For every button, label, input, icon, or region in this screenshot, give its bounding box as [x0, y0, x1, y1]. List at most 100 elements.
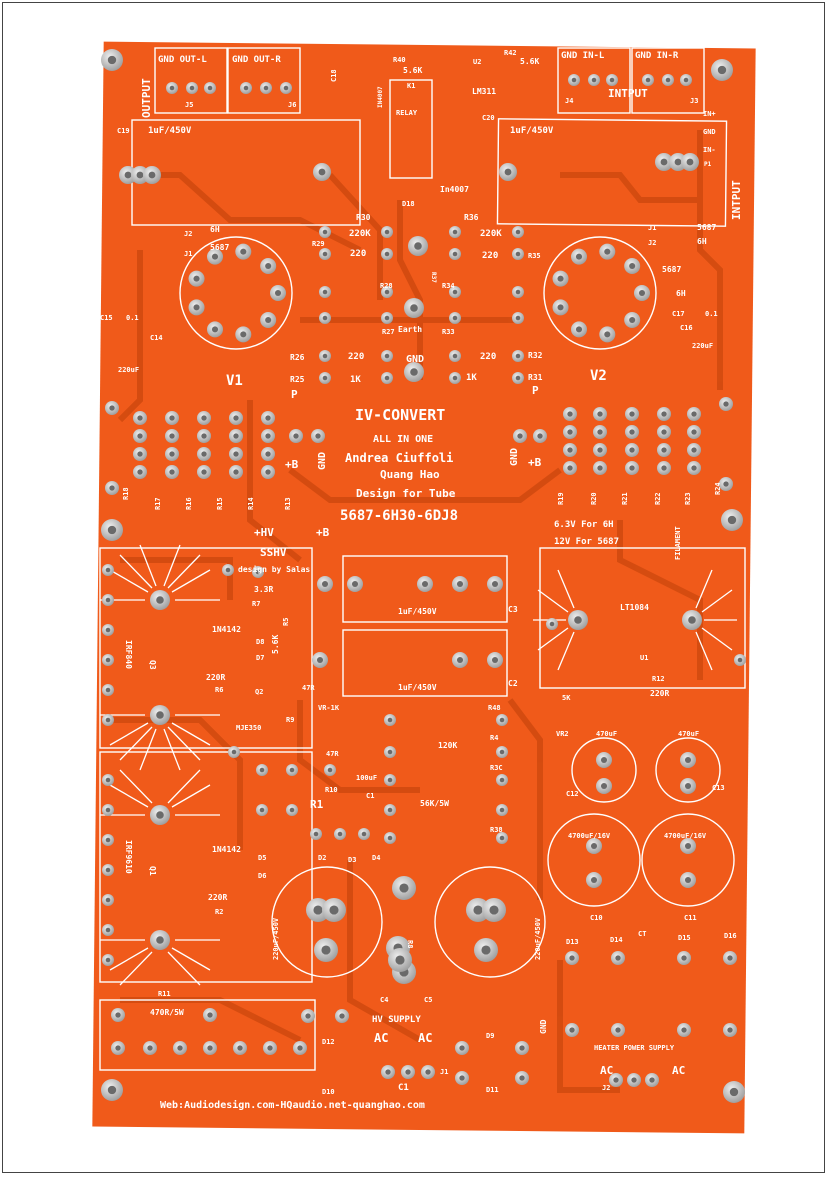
- pad-hole: [259, 767, 265, 773]
- j1-left-label: J1: [184, 250, 192, 258]
- q3-label: Q3: [148, 660, 157, 670]
- plus-b-left-label: +B: [285, 458, 299, 471]
- pad-hole: [597, 429, 603, 435]
- pad-hole: [684, 876, 692, 884]
- pad-hole: [387, 835, 393, 841]
- r16-label: R16: [185, 497, 193, 510]
- r14-label: R14: [247, 497, 255, 510]
- pad-hole: [410, 368, 418, 376]
- r120k-value: 120K: [438, 741, 457, 750]
- pad-hole: [661, 411, 667, 417]
- c20-label: C20: [482, 114, 495, 122]
- d11-label: D11: [486, 1086, 499, 1094]
- r40-label: R40: [393, 56, 406, 64]
- pad-hole: [629, 465, 635, 471]
- r5-value: 5.6K: [271, 635, 280, 654]
- pad-hole: [629, 262, 636, 270]
- gnd-in-r-label: GND IN-R: [635, 51, 679, 61]
- pad-hole: [629, 429, 635, 435]
- d7-label: D7: [256, 654, 264, 662]
- pad-hole: [105, 567, 111, 573]
- r36-label: R36: [464, 213, 479, 222]
- pad-hole: [691, 465, 697, 471]
- pad-hole: [499, 835, 505, 841]
- pad-hole: [105, 717, 111, 723]
- r3c-label: R3C: [490, 764, 503, 772]
- pad-hole: [105, 687, 111, 693]
- irf840-label: IRF840: [124, 640, 133, 669]
- pad-hole: [105, 837, 111, 843]
- r35-label: R35: [528, 252, 541, 260]
- pad-hole: [169, 415, 175, 421]
- r12-label: R12: [652, 675, 665, 683]
- pad-hole: [737, 657, 743, 663]
- pad-hole: [459, 1075, 465, 1081]
- cap-d-value: 1uF/450V: [398, 683, 437, 692]
- pad-hole: [575, 326, 583, 333]
- r17-label: R17: [154, 497, 162, 510]
- r9-value: 47R: [302, 684, 315, 692]
- pad-hole: [597, 411, 603, 417]
- in4142b-label: 1N4142: [212, 845, 241, 854]
- pad-hole: [683, 77, 689, 83]
- d12-label: D12: [322, 1038, 335, 1046]
- pad-hole: [339, 1013, 345, 1019]
- pad-hole: [684, 756, 692, 764]
- pad-hole: [289, 767, 295, 773]
- pad-hole: [631, 1077, 637, 1083]
- pad-hole: [156, 596, 164, 604]
- pad-hole: [395, 955, 405, 965]
- pad-hole: [237, 1045, 243, 1051]
- pad-hole: [686, 158, 694, 166]
- vr1-label: VR-1K: [318, 704, 340, 712]
- filament1-label: 6.3V For 6H: [554, 520, 614, 530]
- board-author: Andrea Ciuffoli: [345, 451, 453, 465]
- pad-hole: [201, 451, 207, 457]
- pad-hole: [405, 1069, 411, 1075]
- r11-label: R11: [158, 990, 171, 998]
- r13-label: R13: [284, 497, 292, 510]
- pad-hole: [567, 447, 573, 453]
- pad-hole: [189, 85, 195, 91]
- j5-label: J5: [185, 101, 193, 109]
- pad-hole: [452, 353, 458, 359]
- pad-hole: [322, 289, 328, 295]
- pad-hole: [387, 777, 393, 783]
- v2-label: V2: [590, 368, 607, 384]
- plus-b-hv-label: +B: [316, 526, 330, 539]
- pad-hole: [259, 807, 265, 813]
- pad-hole: [629, 411, 635, 417]
- gnd-out-l-label: GND OUT-L: [158, 55, 207, 65]
- pad-hole: [504, 168, 512, 176]
- r8-label: R8: [406, 940, 414, 948]
- pad-hole: [604, 331, 611, 338]
- pad-hole: [499, 777, 505, 783]
- pad-hole: [243, 85, 249, 91]
- pad-hole: [105, 927, 111, 933]
- pad-hole: [499, 807, 505, 813]
- pad-hole: [452, 229, 458, 235]
- pad-hole: [414, 242, 422, 250]
- pad-hole: [660, 158, 668, 166]
- pad-hole: [597, 465, 603, 471]
- c13-label: C13: [712, 784, 725, 792]
- pad-hole: [207, 85, 213, 91]
- pad-hole: [491, 580, 499, 588]
- cap-a-value: 1uF/450V: [148, 126, 192, 136]
- pad-hole: [567, 411, 573, 417]
- pad-hole: [557, 275, 564, 282]
- pad-hole: [329, 905, 339, 915]
- pad-hole: [499, 717, 505, 723]
- pad-hole: [265, 415, 271, 421]
- pad-hole: [293, 433, 299, 439]
- pad-hole: [115, 1012, 121, 1018]
- in4142a-label: 1N4142: [212, 625, 241, 634]
- pad-hole: [723, 481, 729, 487]
- pad-hole: [351, 580, 359, 588]
- pad-hole: [591, 77, 597, 83]
- pad-hole: [567, 429, 573, 435]
- pad-hole: [233, 469, 239, 475]
- pad-hole: [265, 469, 271, 475]
- d16-label: D16: [724, 932, 737, 940]
- pad-hole: [649, 1077, 655, 1083]
